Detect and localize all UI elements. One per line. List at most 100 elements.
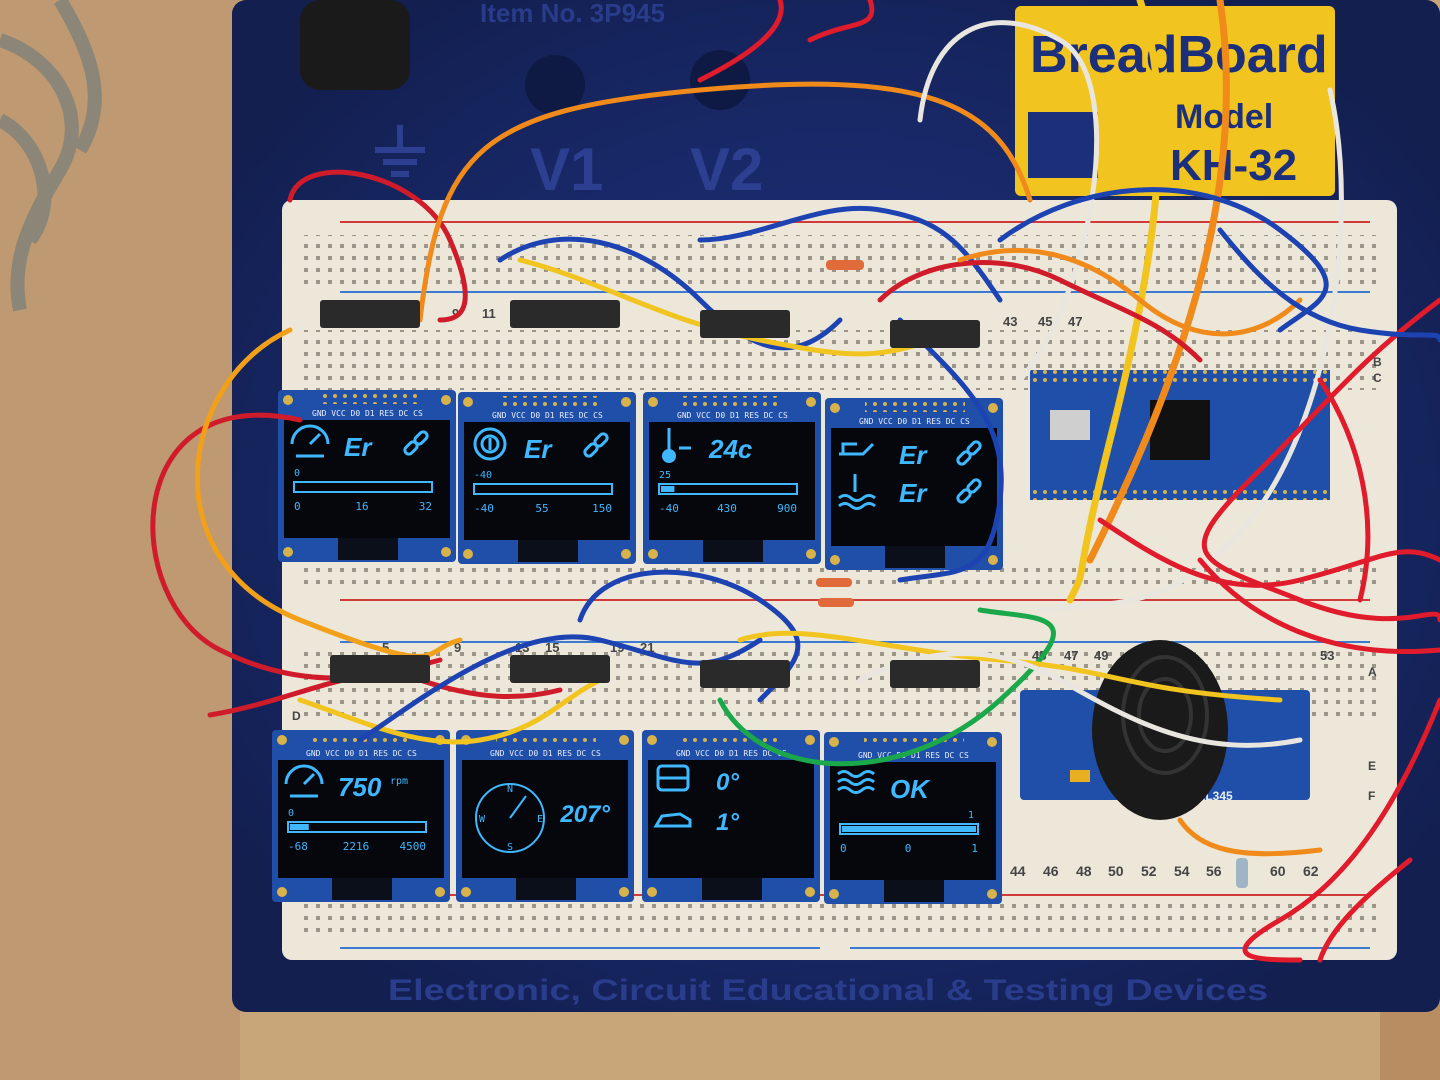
- compass-e: E: [537, 814, 543, 825]
- coolant-icon: [838, 474, 876, 510]
- display-unit: rpm: [390, 776, 408, 787]
- level-bar: [287, 821, 427, 833]
- braided-cable: [0, 0, 102, 312]
- display-value-2: Er: [899, 478, 928, 508]
- desk-shadow: [0, 0, 240, 1080]
- car-side-icon: [653, 812, 692, 828]
- svg-text:52: 52: [1141, 863, 1157, 879]
- link-icon: [956, 478, 982, 504]
- hole-field-bottom: [300, 900, 1380, 940]
- ground-symbol: [375, 125, 425, 177]
- display-value: Er: [344, 432, 373, 462]
- resistor-1: [826, 260, 864, 270]
- water-waves-icon: [837, 770, 875, 794]
- brand-title: BreadBoard: [1030, 26, 1328, 84]
- pin-labels: GND VCC D0 D1 RES DC CS: [677, 411, 788, 420]
- link-icon: [583, 432, 609, 458]
- pin-labels: GND VCC D0 D1 RES DC CS: [306, 749, 417, 758]
- display-value: Er: [524, 434, 553, 464]
- rail-mark-v1: V1: [530, 136, 603, 203]
- svg-text:E: E: [1368, 759, 1376, 773]
- level-bar: [658, 483, 798, 495]
- svg-text:C: C: [1373, 371, 1382, 385]
- scale-max: 32: [419, 500, 432, 513]
- gauge-top-label: 0: [294, 468, 300, 479]
- oled-screen: [284, 420, 450, 538]
- gear-temp-icon: [473, 427, 507, 461]
- gauge-top-label: 25: [659, 470, 671, 481]
- svg-text:46: 46: [1043, 863, 1059, 879]
- svg-text:15: 15: [545, 640, 559, 655]
- level-bar: [293, 481, 433, 493]
- svg-text:47: 47: [1064, 648, 1078, 663]
- thermometer-icon: [662, 428, 691, 463]
- row-letters: B C D A E F: [292, 355, 1382, 803]
- svg-text:62: 62: [1303, 863, 1319, 879]
- scale-max: 1: [971, 842, 978, 855]
- oled-screen: [830, 762, 996, 880]
- oled-screen: [278, 760, 444, 878]
- svg-text:F: F: [1368, 789, 1375, 803]
- scale-min: 0: [294, 500, 301, 513]
- scale-max: 150: [592, 502, 612, 515]
- pin-labels: GND VCC D0 D1 RES DC CS: [492, 411, 603, 420]
- oled-display-inclinometer: GND VCC D0 D1 RES DC CS0°1°: [642, 730, 820, 902]
- svg-text:9: 9: [454, 640, 461, 655]
- mount-hole-2: [690, 50, 750, 110]
- resistor-2: [816, 578, 852, 587]
- compass-ring: [475, 783, 545, 853]
- scale-mid: 2216: [343, 840, 370, 853]
- svg-text:60: 60: [1270, 863, 1286, 879]
- oled-screen: [462, 760, 628, 878]
- svg-text:54: 54: [1174, 863, 1190, 879]
- scale-max: 4500: [400, 840, 427, 853]
- display-value: Er: [899, 440, 928, 470]
- level-bar: [473, 483, 613, 495]
- compass-w: W: [479, 814, 486, 825]
- scale-mid: 16: [355, 500, 368, 513]
- brand-label: BreadBoard Model KH-32: [1015, 6, 1335, 196]
- scale-mid: 55: [535, 502, 548, 515]
- pin-labels: GND VCC D0 D1 RES DC CS: [858, 751, 969, 760]
- scale-max: 900: [777, 502, 797, 515]
- level-bar: [839, 823, 979, 835]
- resistor-3: [818, 598, 854, 607]
- oil-can-icon: [839, 442, 875, 456]
- display-value: 24c: [708, 434, 753, 464]
- brand-code: KH-32: [1170, 141, 1297, 190]
- gauge-top-label: 0: [288, 808, 294, 819]
- display-value: OK: [890, 774, 931, 804]
- turbo-icon: [290, 424, 330, 458]
- svg-text:B: B: [1373, 355, 1382, 369]
- oled-display-oil-temp: GND VCC D0 D1 RES DC CS Er -40 -40 55 150: [458, 392, 636, 564]
- gauge-top-label: 1: [968, 810, 974, 821]
- oled-display-water-level: GND VCC D0 D1 RES DC CS OK 1 0 0 1: [824, 732, 1002, 904]
- oled-screen: [649, 422, 815, 540]
- svg-text:48: 48: [1076, 863, 1092, 879]
- mount-hole-1: [525, 55, 585, 115]
- oled-display-egt: GND VCC D0 D1 RES DC CS 24c 25 -40 430 900: [643, 392, 821, 564]
- link-icon: [956, 440, 982, 466]
- scale-min: -40: [474, 502, 494, 515]
- scale-mid: 0: [905, 842, 912, 855]
- car-front-icon: [656, 764, 690, 792]
- svg-text:53: 53: [1320, 648, 1334, 663]
- svg-text:47: 47: [1068, 314, 1082, 329]
- board-top-imprint: Item No. 3P945: [480, 0, 665, 28]
- scale-min: -40: [659, 502, 679, 515]
- oled-screen: [464, 422, 630, 540]
- pin-headers: [320, 300, 980, 688]
- resistor-4: [1236, 858, 1248, 888]
- scale-min: 0: [840, 842, 847, 855]
- board-bottom-imprint: Electronic, Circuit Educational & Testin…: [388, 974, 1268, 1007]
- scale-mid: 430: [717, 502, 737, 515]
- gauge-top-label: -40: [474, 470, 492, 481]
- mount-bolt: [300, 0, 410, 90]
- microcontroller-board: [1030, 370, 1330, 500]
- level-bar-fill: [290, 824, 309, 830]
- compass-s: S: [507, 842, 513, 853]
